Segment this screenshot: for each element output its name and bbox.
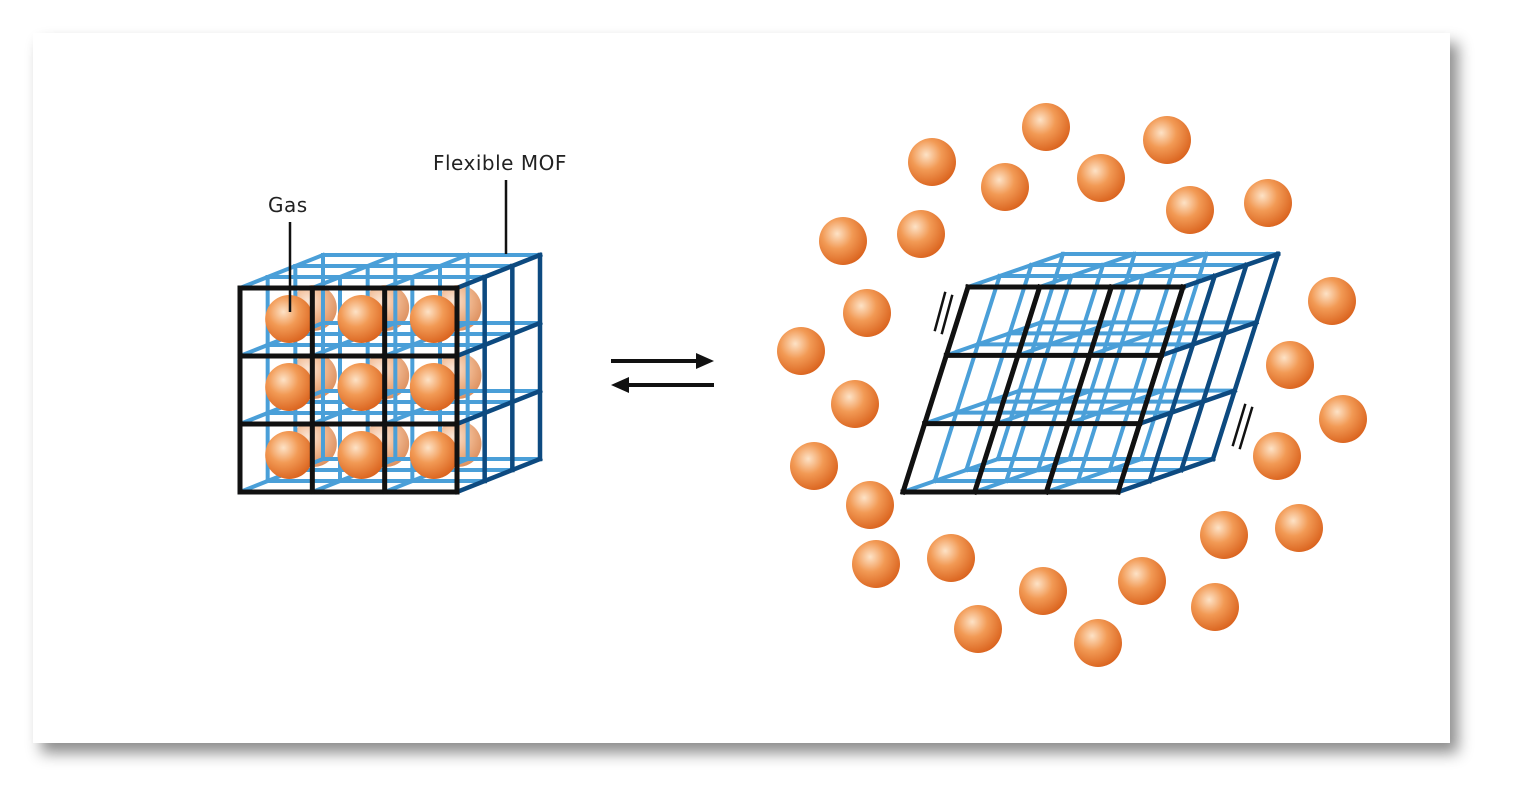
gas-molecule [1074,619,1122,667]
gas-label: Gas [268,193,308,217]
framework-bar-side [454,388,543,427]
shear-mark [1231,403,1247,447]
framework-bar-side [1115,456,1216,495]
gas-molecule [1200,511,1248,559]
gas-molecule [409,295,458,343]
framework-bar-back [932,273,1003,484]
framework-bar-side [1210,251,1281,462]
framework-bar-front [899,283,972,496]
gas-molecule [1143,116,1191,164]
framework-bar-back [1075,273,1146,484]
gas-molecule [819,217,867,265]
framework-bar-back [1003,273,1074,484]
gas-molecule [777,327,825,375]
gas-molecule [1166,186,1214,234]
framework-bar-depth [237,252,326,291]
gas-molecule [846,481,894,529]
gas-loaded-mof [237,252,543,495]
gas-molecule [1244,179,1292,227]
gas-molecule [908,138,956,186]
gas-molecule [337,295,386,343]
framework-bar-depth [309,252,398,291]
gas-released-mof [899,251,1281,496]
gas-molecule [1118,557,1166,605]
framework-bar-back [1138,251,1209,462]
gas-molecule [831,380,879,428]
framework-bar-side [1180,251,1281,290]
framework-bar-back [1035,262,1106,473]
flexible-mof-label: Flexible MOF [433,151,567,175]
framework-bar-side [454,456,543,495]
framework-bar-depth [1037,251,1138,290]
gas-molecule [1308,277,1356,325]
framework-bar-side [454,252,543,291]
forward-arrow-head-icon [696,353,714,369]
shear-mark [1238,406,1254,450]
framework-bar-front [971,283,1043,496]
gas-molecule [337,431,386,479]
gas-molecule [1019,567,1067,615]
gas-molecule [1253,432,1301,480]
shear-mark [940,294,954,335]
framework-bar-depth [1108,251,1209,290]
equilibrium-arrows [611,353,714,393]
gas-molecule [1022,103,1070,151]
gas-molecule [265,363,314,411]
gas-molecule [790,442,838,490]
framework-bar-side [1178,262,1250,473]
gas-molecule [1191,583,1239,631]
gas-molecule [265,295,314,343]
framework-bar-depth [382,252,471,291]
framework-bar-side [1136,387,1238,427]
gas-molecule [1275,504,1323,552]
gas-molecule [1077,154,1125,202]
gas-molecule [852,540,900,588]
gas-molecule [843,289,891,337]
gas-molecule [409,363,458,411]
framework-bar-depth [965,251,1066,290]
framework-bar-side [454,320,543,359]
gas-molecule [1319,395,1367,443]
gas-molecule [927,534,975,582]
shear-mark [933,291,947,332]
framework-bar-back [963,262,1034,473]
framework-bar-side [1146,273,1218,484]
gas-molecule [981,163,1029,211]
framework-bar-front [1114,283,1187,496]
framework-bar-back [1107,262,1178,473]
reverse-arrow-head-icon [611,377,629,393]
framework-bar-side [1158,319,1260,359]
gas-molecule [897,210,945,258]
gas-molecule [409,431,458,479]
free-gas-molecules [777,103,1367,667]
gas-molecule [1266,341,1314,389]
gas-molecule [337,363,386,411]
framework-bar-front [1043,283,1115,496]
gas-molecule [265,431,314,479]
gas-molecule [954,605,1002,653]
